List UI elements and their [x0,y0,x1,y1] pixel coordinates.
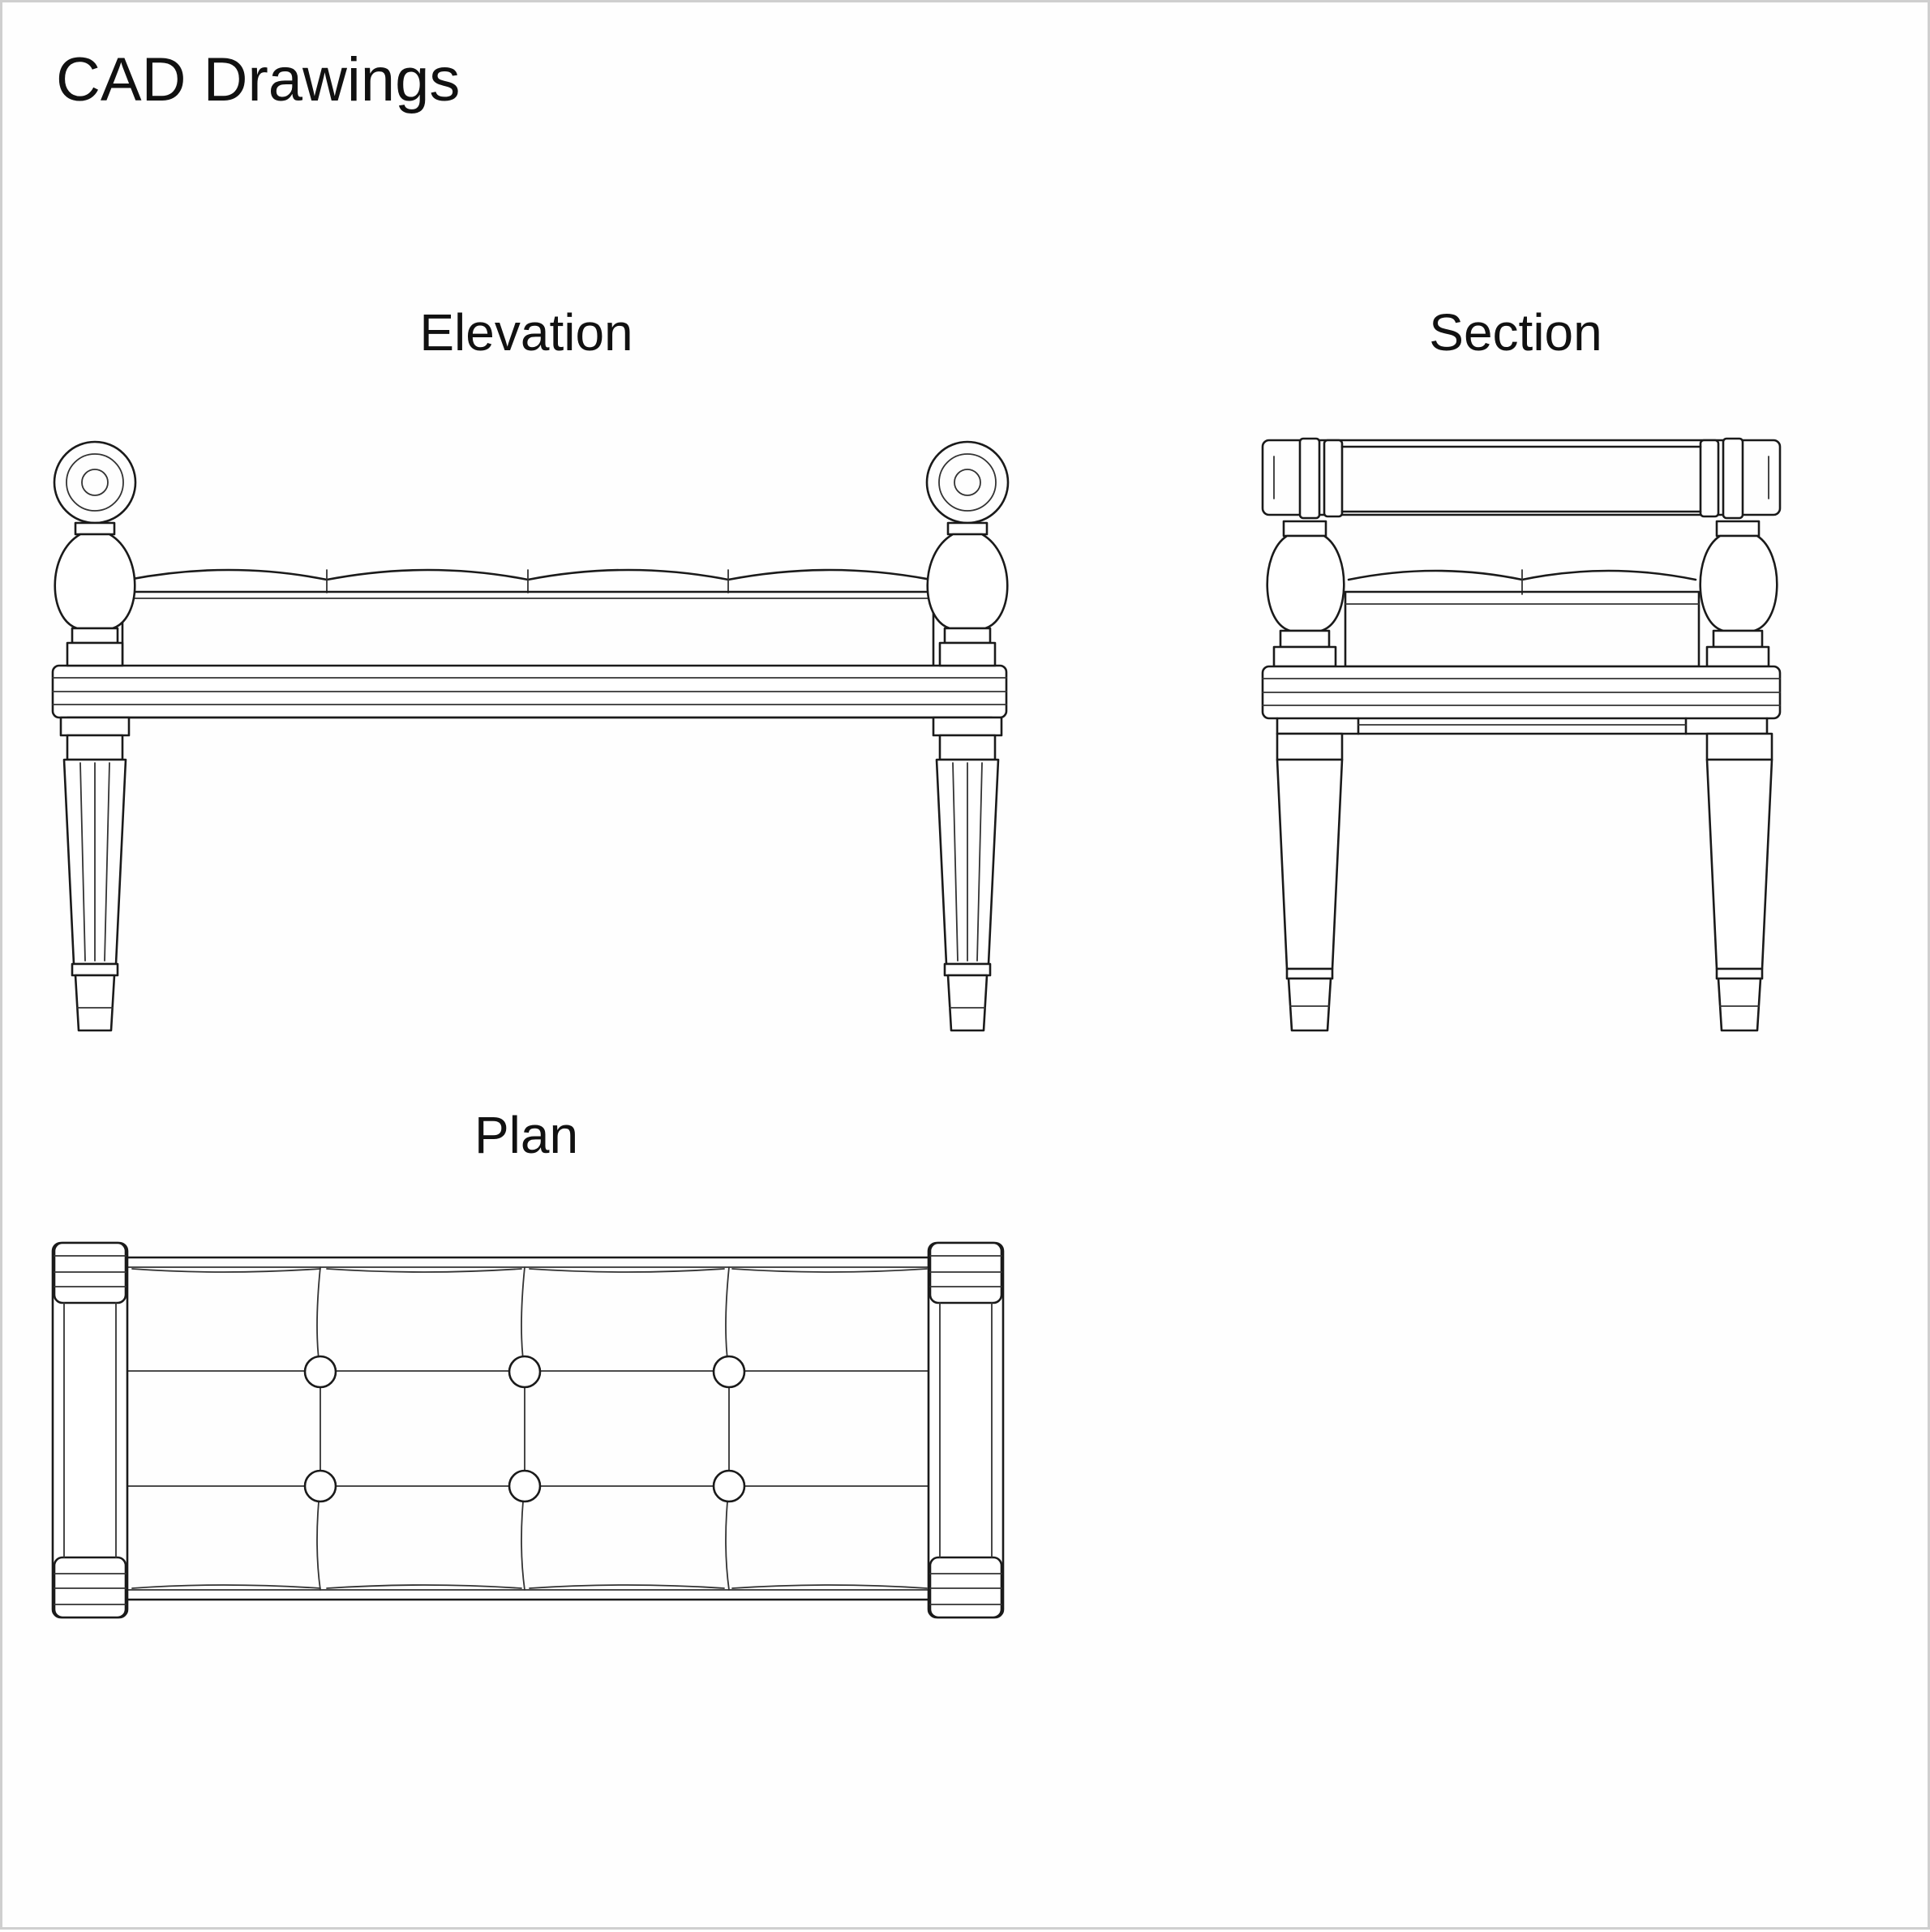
section-left-post [1267,521,1345,666]
elevation-left-leg [61,718,129,1030]
section-left-leg [1277,734,1342,1030]
elevation-cushion [122,592,933,666]
plan-tuft-buttons [305,1356,744,1501]
elevation-cushion-top [128,570,931,580]
section-view-label: Section [1429,303,1602,362]
page-title: CAD Drawings [56,45,461,114]
plan-seat-outline [122,1257,933,1600]
plan-drawing [53,1243,1003,1617]
elevation-drawing [53,442,1008,1030]
section-bolster [1263,439,1780,518]
plan-right-end [929,1243,1003,1617]
section-right-post [1701,521,1778,666]
section-cushion [1345,592,1699,666]
plan-view-label: Plan [474,1106,579,1164]
elevation-right-leg [933,718,1001,1030]
elevation-right-post [927,442,1008,666]
elevation-left-post [54,442,135,666]
section-right-leg [1707,734,1772,1030]
plan-tufting [124,1267,932,1590]
elevation-view-label: Elevation [419,303,633,362]
section-drawing [1263,439,1780,1030]
section-apron [1277,718,1767,734]
plan-left-end [53,1243,127,1617]
